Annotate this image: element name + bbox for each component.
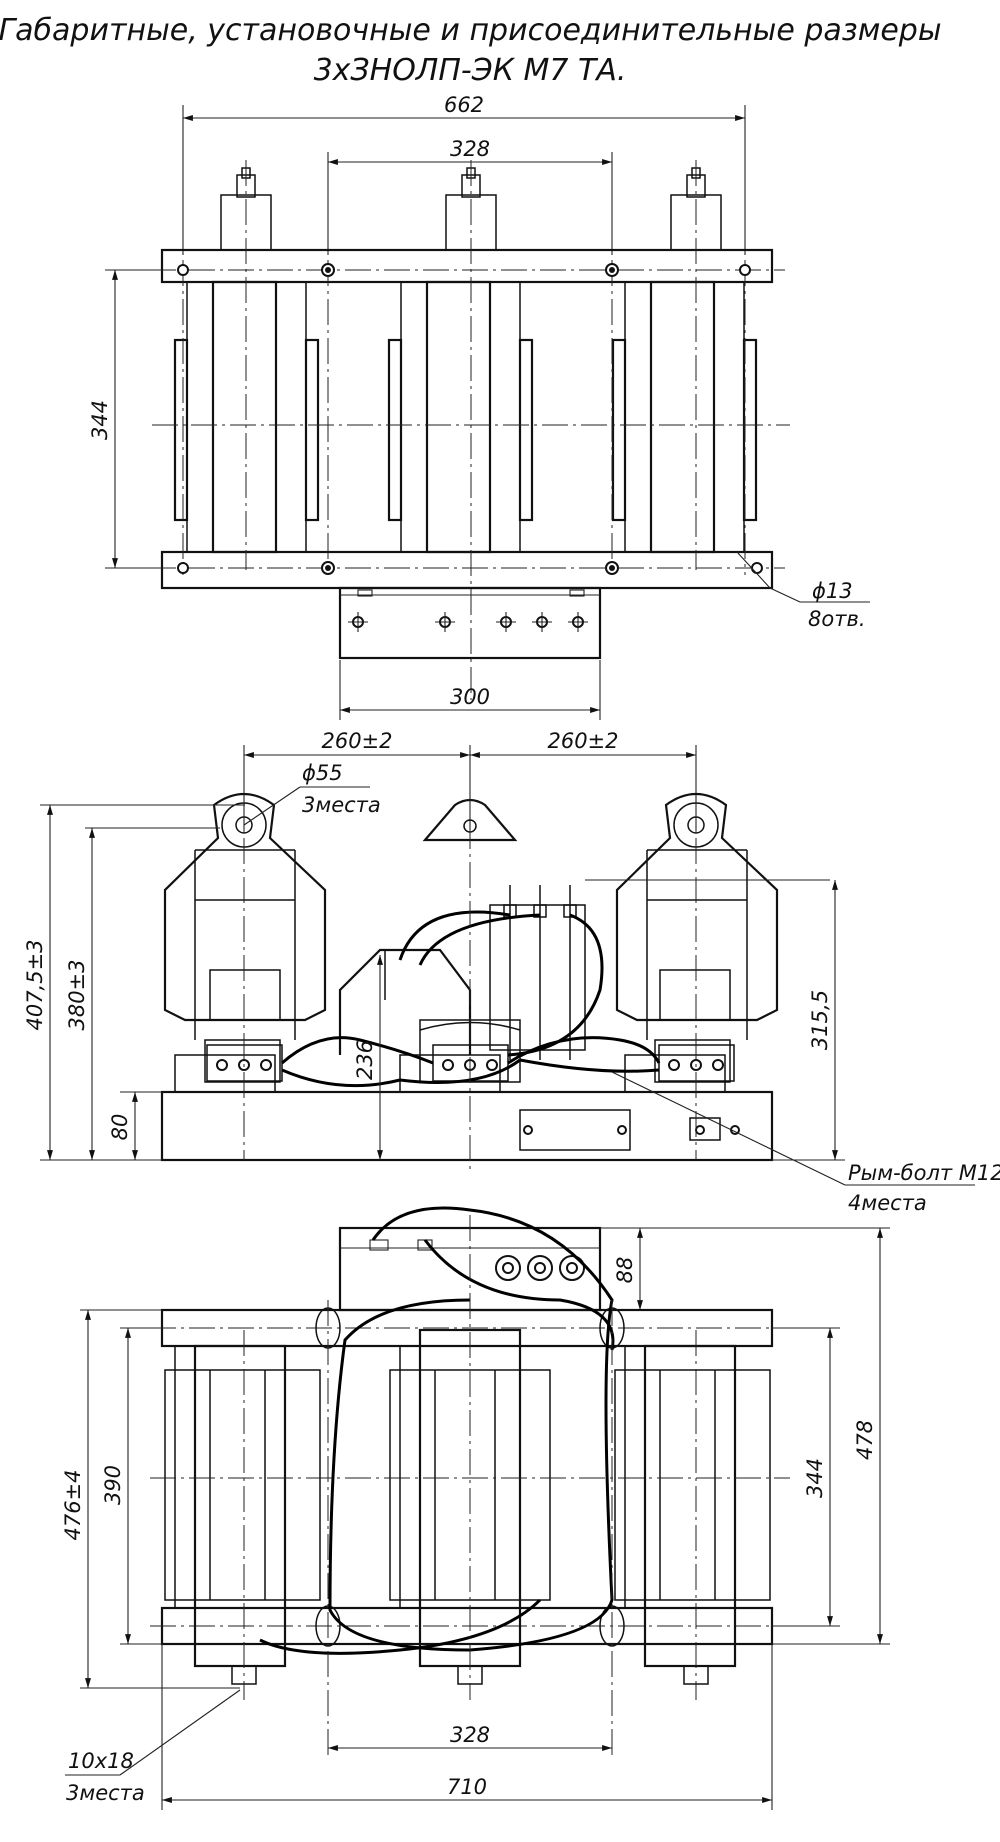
slot-count-label: 3места xyxy=(66,1781,145,1805)
hole-count-label: 8отв. xyxy=(808,607,866,631)
eye-count-label: 3места xyxy=(302,793,381,817)
dim-380: 380±3 xyxy=(65,959,89,1030)
dim-476: 476±4 xyxy=(61,1469,85,1540)
terminal-box-top xyxy=(338,586,602,660)
dim-344-bottom: 344 xyxy=(803,1458,827,1498)
drawing-title-line1: Габаритные, установочные и присоединител… xyxy=(0,13,942,48)
eye-diameter-label: ϕ55 xyxy=(302,761,343,785)
dim-88: 88 xyxy=(613,1257,637,1284)
dim-662: 662 xyxy=(444,93,484,117)
dim-236: 236 xyxy=(353,1040,377,1080)
dim-315: 315,5 xyxy=(808,990,832,1050)
top-view: 662 328 xyxy=(88,93,870,720)
top-rail xyxy=(160,248,774,284)
base-plate xyxy=(160,1090,774,1162)
dim-344-top: 344 xyxy=(88,400,112,440)
drawing-title-line2: 3хЗНОЛП-ЭК М7 ТА. xyxy=(314,53,627,88)
slot-size-label: 10x18 xyxy=(68,1749,134,1773)
dim-478: 478 xyxy=(853,1420,877,1460)
mounting-holes xyxy=(177,263,763,575)
dim-260-right: 260±2 xyxy=(547,729,618,753)
dim-328-bottom: 328 xyxy=(450,1723,490,1747)
transformer-right xyxy=(615,793,779,1083)
dim-710: 710 xyxy=(447,1775,487,1799)
dim-390: 390 xyxy=(101,1465,125,1505)
dim-407: 407,5±3 xyxy=(23,939,47,1030)
dim-328-top: 328 xyxy=(450,137,490,161)
box-terminals xyxy=(348,612,588,632)
bottom-view: 88 xyxy=(61,1206,890,1810)
top-view-transformers xyxy=(173,280,758,554)
transformer-left xyxy=(163,793,327,1083)
bottom-view-transformers xyxy=(164,1328,771,1685)
bottom-rail xyxy=(160,550,774,590)
dim-300: 300 xyxy=(450,685,490,709)
hole-diameter-label: ϕ13 xyxy=(812,579,853,603)
eyebolt-count-label: 4места xyxy=(848,1191,927,1215)
dim-80: 80 xyxy=(108,1114,132,1141)
eyebolt-label: Рым-болт М12 xyxy=(848,1161,1000,1185)
front-view: 260±2 260±2 xyxy=(23,729,1000,1215)
dim-260-left: 260±2 xyxy=(321,729,392,753)
